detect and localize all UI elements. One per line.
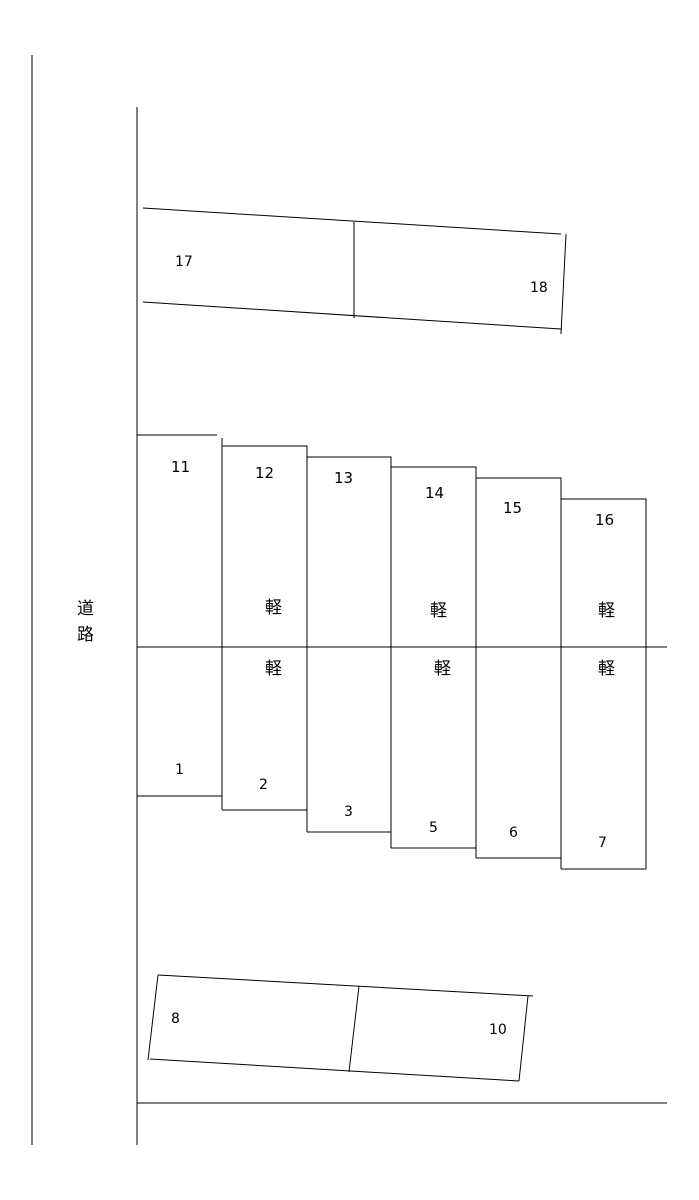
space-8-left-edge bbox=[147, 974, 159, 1061]
road-label-char-2: 路 bbox=[77, 625, 94, 645]
space-15-top bbox=[476, 477, 562, 869]
kei-label-2: 軽 bbox=[265, 659, 282, 679]
space-label-2: 2 bbox=[259, 777, 268, 793]
space-label-14: 14 bbox=[425, 484, 444, 502]
space-label-6: 6 bbox=[509, 825, 518, 841]
space-label-17: 17 bbox=[175, 254, 193, 270]
space-14-top bbox=[391, 466, 477, 858]
space-divider-8-10 bbox=[348, 985, 360, 1073]
space-label-15: 15 bbox=[503, 499, 522, 517]
space-block-8-10-bottom bbox=[149, 1058, 520, 1082]
space-label-1: 1 bbox=[175, 762, 184, 778]
space-block-17-18 bbox=[142, 207, 562, 235]
space-block-17-18-bottom bbox=[142, 301, 562, 330]
space-block-8-10-top bbox=[157, 974, 534, 997]
space-label-7: 7 bbox=[598, 835, 607, 851]
kei-label-16: 軽 bbox=[598, 601, 615, 621]
road-label-char-1: 道 bbox=[77, 599, 94, 619]
space-label-12: 12 bbox=[255, 464, 274, 482]
space-18-right-edge bbox=[560, 233, 567, 335]
space-13-top bbox=[307, 456, 392, 848]
space-16-top bbox=[561, 498, 647, 869]
kei-label-5: 軽 bbox=[434, 659, 451, 679]
space-10-right-edge bbox=[518, 995, 529, 1082]
space-label-3: 3 bbox=[344, 804, 353, 820]
space-label-18: 18 bbox=[530, 280, 548, 296]
space-12-top bbox=[222, 445, 308, 832]
space-label-5: 5 bbox=[429, 820, 438, 836]
space-label-10: 10 bbox=[489, 1022, 507, 1038]
kei-label-12: 軽 bbox=[265, 598, 282, 618]
kei-label-7: 軽 bbox=[598, 659, 615, 679]
space-label-8: 8 bbox=[171, 1011, 180, 1027]
space-label-13: 13 bbox=[334, 469, 353, 487]
space-label-11: 11 bbox=[171, 458, 190, 476]
kei-label-14: 軽 bbox=[430, 601, 447, 621]
space-label-16: 16 bbox=[595, 511, 614, 529]
